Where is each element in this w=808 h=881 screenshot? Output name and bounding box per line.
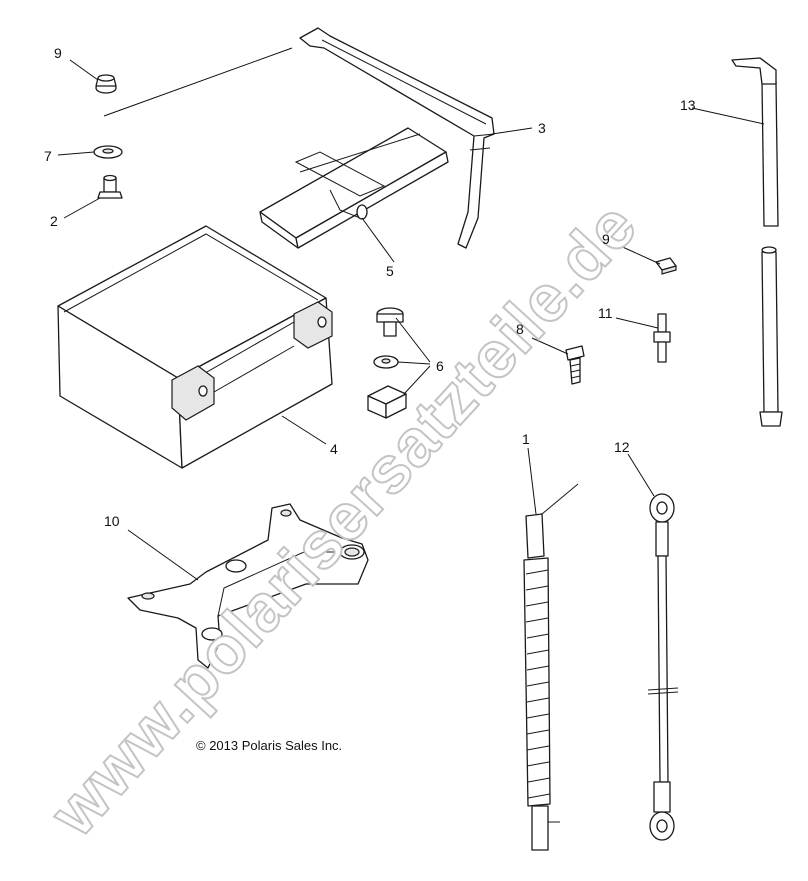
callout-12: 12 (614, 439, 630, 455)
leader-lines (57, 47, 765, 581)
callout-7: 7 (44, 148, 52, 164)
stud-bolt-part-11 (653, 313, 671, 363)
battery-bracket-part-10 (127, 503, 369, 669)
bolt-part-8 (565, 345, 585, 385)
ground-cable-part-12 (647, 493, 679, 841)
washer-part-7 (93, 145, 123, 159)
copyright-notice: © 2013 Polaris Sales Inc. (196, 738, 342, 753)
callout-9-top: 9 (54, 45, 62, 61)
callout-3: 3 (538, 120, 546, 136)
flange-nut-part-9 (95, 74, 117, 94)
vent-tube-part-13 (731, 57, 783, 427)
callout-5: 5 (386, 263, 394, 279)
callout-4: 4 (330, 441, 338, 457)
callout-8: 8 (516, 321, 524, 337)
callout-2: 2 (50, 213, 58, 229)
callout-9-right: 9 (602, 231, 610, 247)
callout-10: 10 (104, 513, 120, 529)
callout-11: 11 (598, 305, 613, 321)
battery-part-4 (57, 225, 333, 469)
terminal-hardware-part-6 (367, 307, 407, 419)
callout-6: 6 (436, 358, 444, 374)
callout-labels: 9 7 2 3 5 4 6 8 9 11 13 10 1 12 (44, 45, 696, 529)
hold-down-strap-part-3 (299, 27, 495, 249)
bolt-part-2 (97, 174, 123, 199)
battery-pad-part-5 (259, 127, 449, 249)
callout-13: 13 (680, 97, 696, 113)
callout-1: 1 (522, 431, 530, 447)
battery-cable-part-1 (523, 483, 579, 851)
nut-part-9-right (655, 257, 677, 275)
